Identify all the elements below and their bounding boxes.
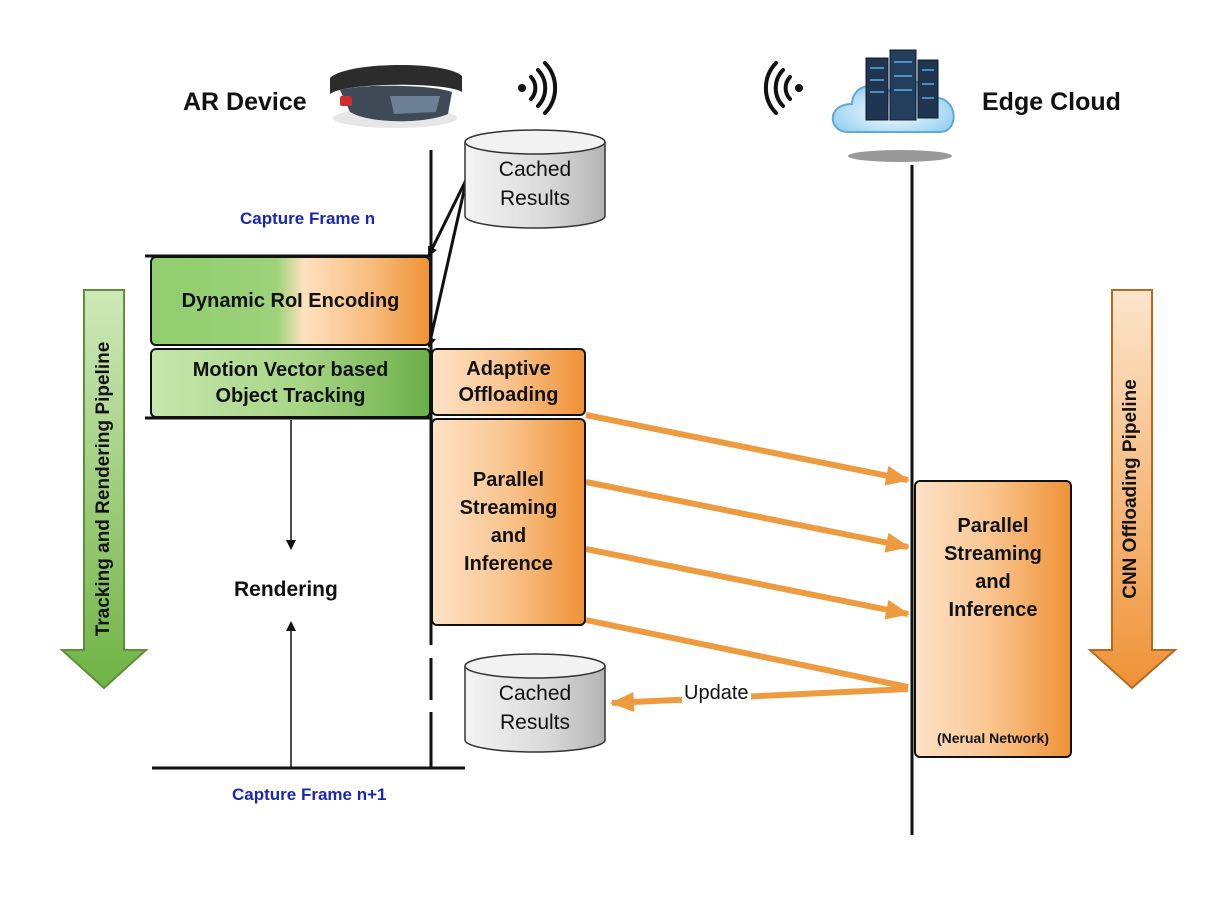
cached-results-bottom [464, 653, 606, 753]
capture-frame-n1: Capture Frame n+1 [232, 785, 387, 804]
server-cloud-icon [831, 49, 955, 162]
offloading-pipeline-label: CNN Offloading Pipeline [1120, 379, 1141, 599]
parallel-streaming-cloud-box: Parallel Streaming and Inference (Nerual… [914, 480, 1072, 758]
cache-arrow-1 [427, 179, 468, 257]
adaptive-offloading-box: Adaptive Offloading [431, 348, 586, 416]
streaming-arrows [585, 412, 910, 712]
ar-device-label: AR Device [183, 88, 307, 116]
offloading-pipeline-arrow [1087, 289, 1178, 690]
wireless-signal-icon-cloud [763, 61, 803, 115]
update-label: Update [682, 682, 751, 705]
tracking-pipeline-label: Tracking and Rendering Pipeline [93, 341, 114, 637]
edge-cloud-label: Edge Cloud [982, 88, 1121, 116]
ar-headset-icon [330, 64, 462, 128]
capture-frame-n: Capture Frame n [240, 209, 376, 228]
neural-network-label: (Nerual Network) [936, 730, 1050, 746]
cached-results-top [464, 129, 606, 229]
cached-results-top-label: Cached Results [498, 158, 572, 210]
rendering-label: Rendering [234, 578, 338, 601]
roi-encoding-box: Dynamic RoI Encoding [150, 256, 431, 346]
object-tracking-box: Motion Vector based Object Tracking [150, 348, 431, 418]
parallel-streaming-device-box: Parallel Streaming and Inference [431, 418, 586, 626]
cache-arrow-2 [425, 181, 468, 348]
wireless-signal-icon [518, 61, 558, 115]
cached-results-bottom-label: Cached Results [498, 682, 572, 734]
tracking-pipeline-arrow [59, 289, 149, 690]
